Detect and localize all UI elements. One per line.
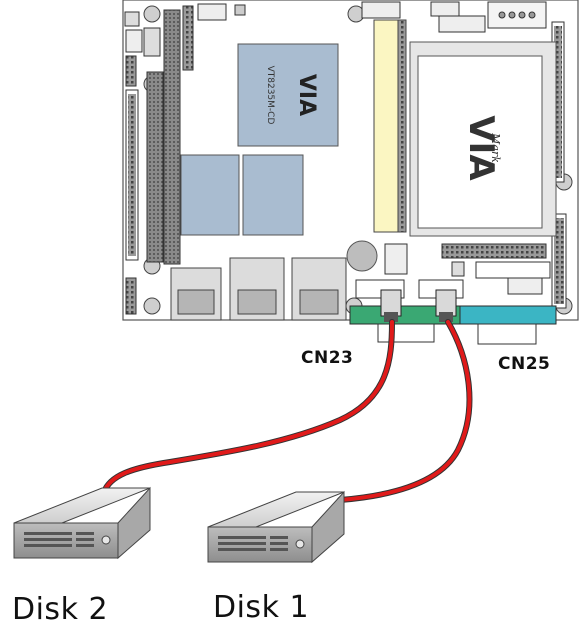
cmos-battery — [347, 241, 377, 271]
cpu-module: VIA Mark — [410, 42, 556, 236]
chip-small-right — [243, 155, 303, 235]
chip-large-brand: VIA — [294, 74, 319, 116]
chip-mark-sub: Mark — [489, 132, 502, 163]
chip-small-left — [181, 155, 239, 235]
sata-cables — [104, 322, 469, 500]
disk-1-label: Disk 1 — [213, 590, 309, 625]
disk-2-drive — [14, 488, 150, 558]
cn23-label: CN23 — [301, 348, 353, 368]
disk-1-drive — [208, 492, 344, 562]
chip-large-code: VT8235M-CD — [265, 66, 275, 125]
disk-2-label: Disk 2 — [12, 592, 108, 627]
motherboard: VIA VT8235M-CD VIA Mark — [123, 0, 578, 344]
chipset-large: VIA VT8235M-CD — [238, 44, 338, 146]
cn25-connector — [460, 306, 556, 344]
cn25-label: CN25 — [498, 354, 550, 374]
